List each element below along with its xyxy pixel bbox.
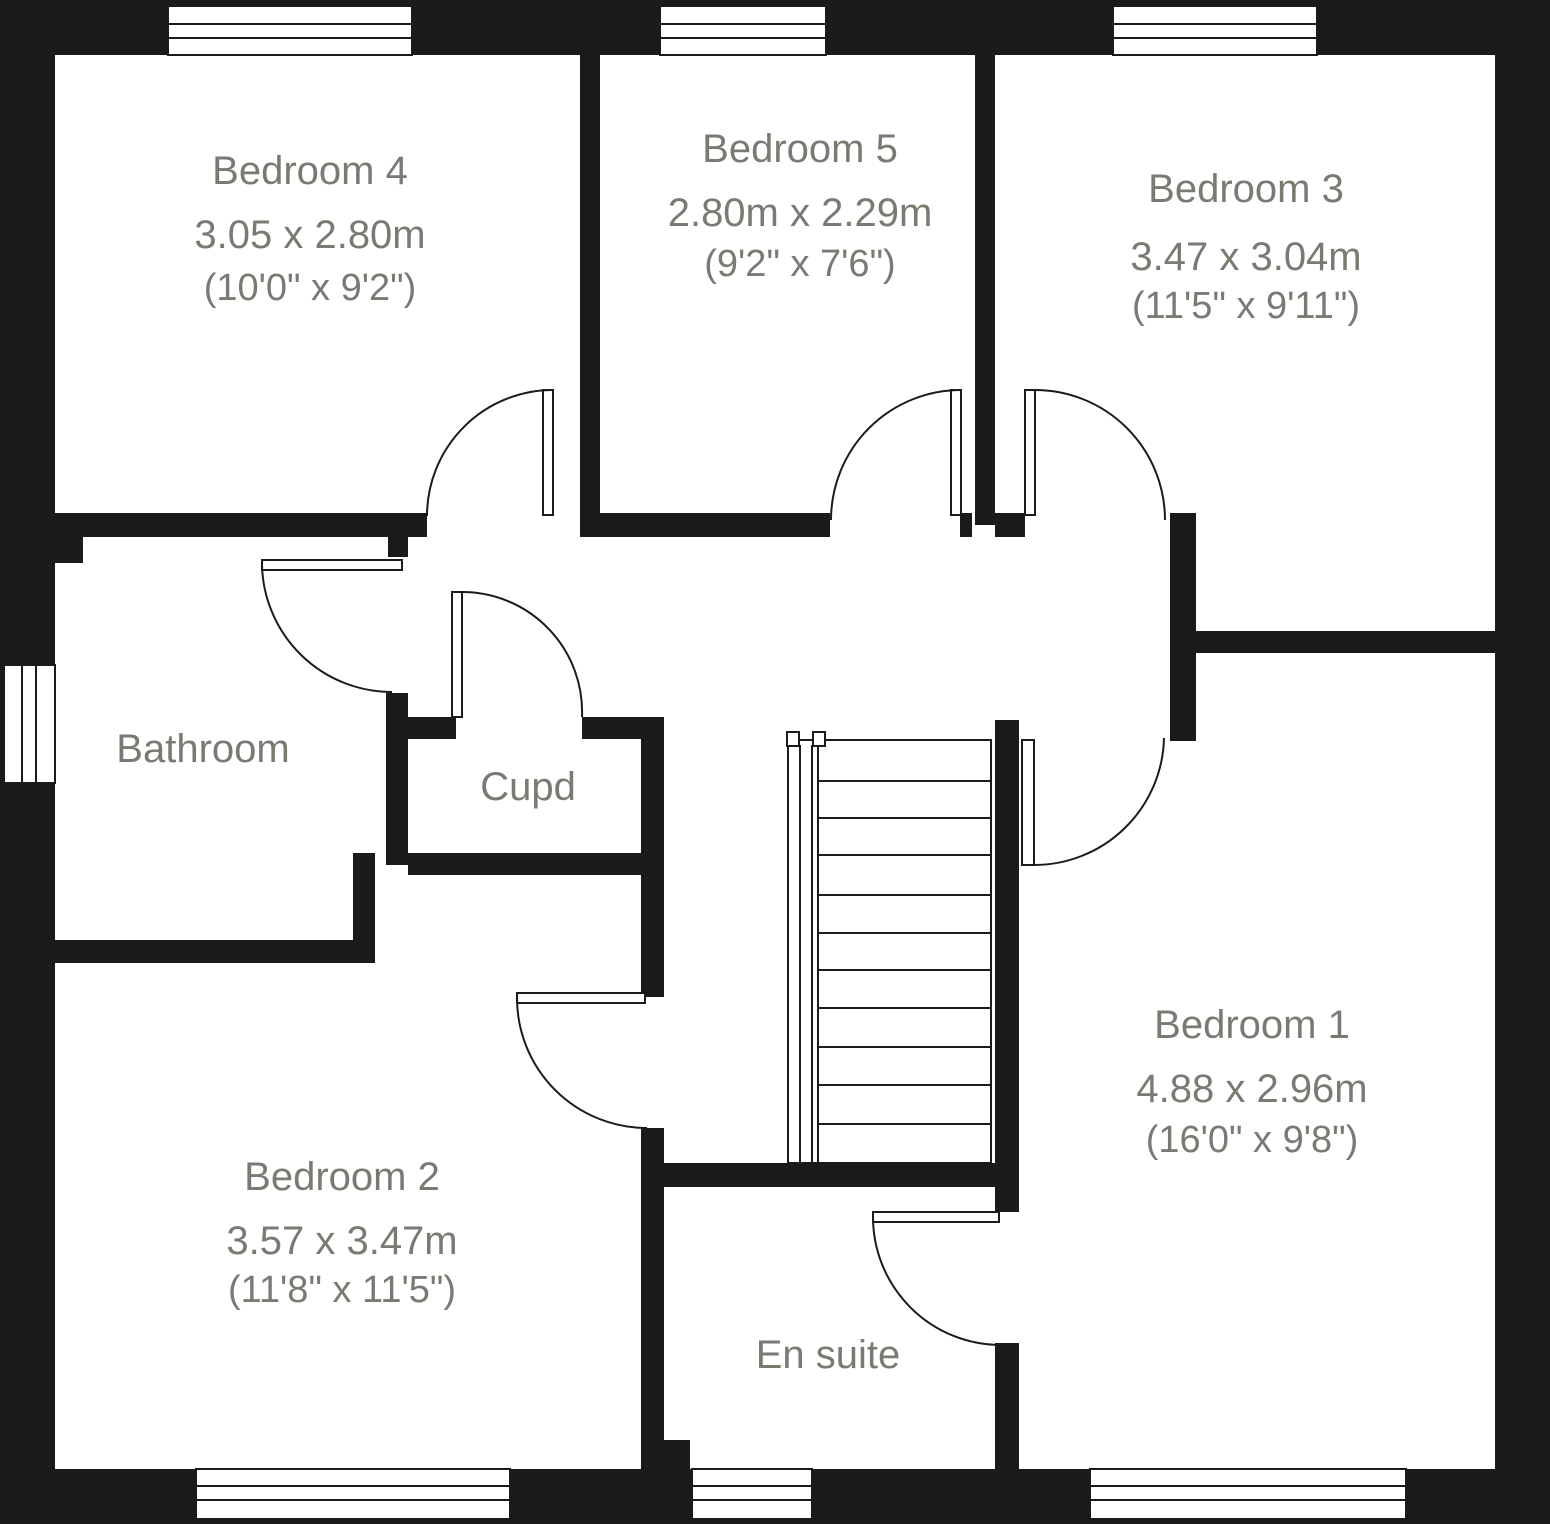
door-bedroom4	[426, 389, 554, 517]
bedroom4-imperial: (10'0" x 9'2")	[204, 267, 417, 309]
door-bedroom5	[830, 389, 962, 521]
bedroom2-metric: 3.57 x 3.47m	[226, 1219, 457, 1263]
interior-floor	[55, 55, 1495, 1469]
window-bedroom3	[1112, 5, 1318, 56]
door-bedroom2	[516, 992, 648, 1129]
door-cupd	[451, 590, 584, 718]
bedroom1-name: Bedroom 1	[1154, 1003, 1350, 1047]
doors	[261, 389, 1166, 1346]
bedroom1-imperial: (16'0" x 9'8")	[1146, 1119, 1359, 1161]
cupd-name: Cupd	[480, 765, 576, 809]
window-bathroom	[3, 664, 56, 784]
door-bathroom	[261, 559, 403, 693]
bedroom1-metric: 4.88 x 2.96m	[1136, 1067, 1367, 1111]
bedroom4-name: Bedroom 4	[212, 149, 408, 193]
room-bedroom2: Bedroom 2 3.57 x 3.47m (11'8" x 11'5")	[226, 1155, 457, 1311]
door-bedroom1	[1021, 737, 1165, 866]
window-ensuite	[691, 1468, 813, 1520]
bedroom3-metric: 3.47 x 3.04m	[1130, 235, 1361, 279]
window-bedroom2	[195, 1468, 511, 1520]
room-bedroom3: Bedroom 3 3.47 x 3.04m (11'5" x 9'11")	[1130, 167, 1361, 327]
bedroom2-name: Bedroom 2	[244, 1155, 440, 1199]
room-ensuite: En suite	[756, 1333, 901, 1377]
room-bathroom: Bathroom	[116, 727, 289, 771]
door-bedroom3	[1024, 389, 1166, 521]
bedroom5-imperial: (9'2" x 7'6")	[704, 243, 895, 285]
room-cupd: Cupd	[480, 765, 576, 809]
room-bedroom4: Bedroom 4 3.05 x 2.80m (10'0" x 9'2")	[194, 149, 425, 309]
bedroom3-name: Bedroom 3	[1148, 167, 1344, 211]
bedroom4-metric: 3.05 x 2.80m	[194, 213, 425, 257]
bedroom3-imperial: (11'5" x 9'11")	[1132, 285, 1360, 327]
bedroom5-name: Bedroom 5	[702, 127, 898, 171]
window-bedroom5	[659, 5, 827, 56]
room-bedroom5: Bedroom 5 2.80m x 2.29m (9'2" x 7'6")	[668, 127, 933, 285]
bathroom-name: Bathroom	[116, 727, 289, 771]
door-ensuite	[872, 1211, 1001, 1346]
window-bedroom4	[167, 5, 413, 56]
staircase	[786, 731, 992, 1164]
room-bedroom1: Bedroom 1 4.88 x 2.96m (16'0" x 9'8")	[1136, 1003, 1367, 1161]
ensuite-name: En suite	[756, 1333, 901, 1377]
bedroom2-imperial: (11'8" x 11'5")	[228, 1269, 456, 1311]
bedroom5-metric: 2.80m x 2.29m	[668, 191, 933, 235]
window-bedroom1	[1089, 1468, 1407, 1520]
internal-walls	[55, 55, 1495, 1469]
